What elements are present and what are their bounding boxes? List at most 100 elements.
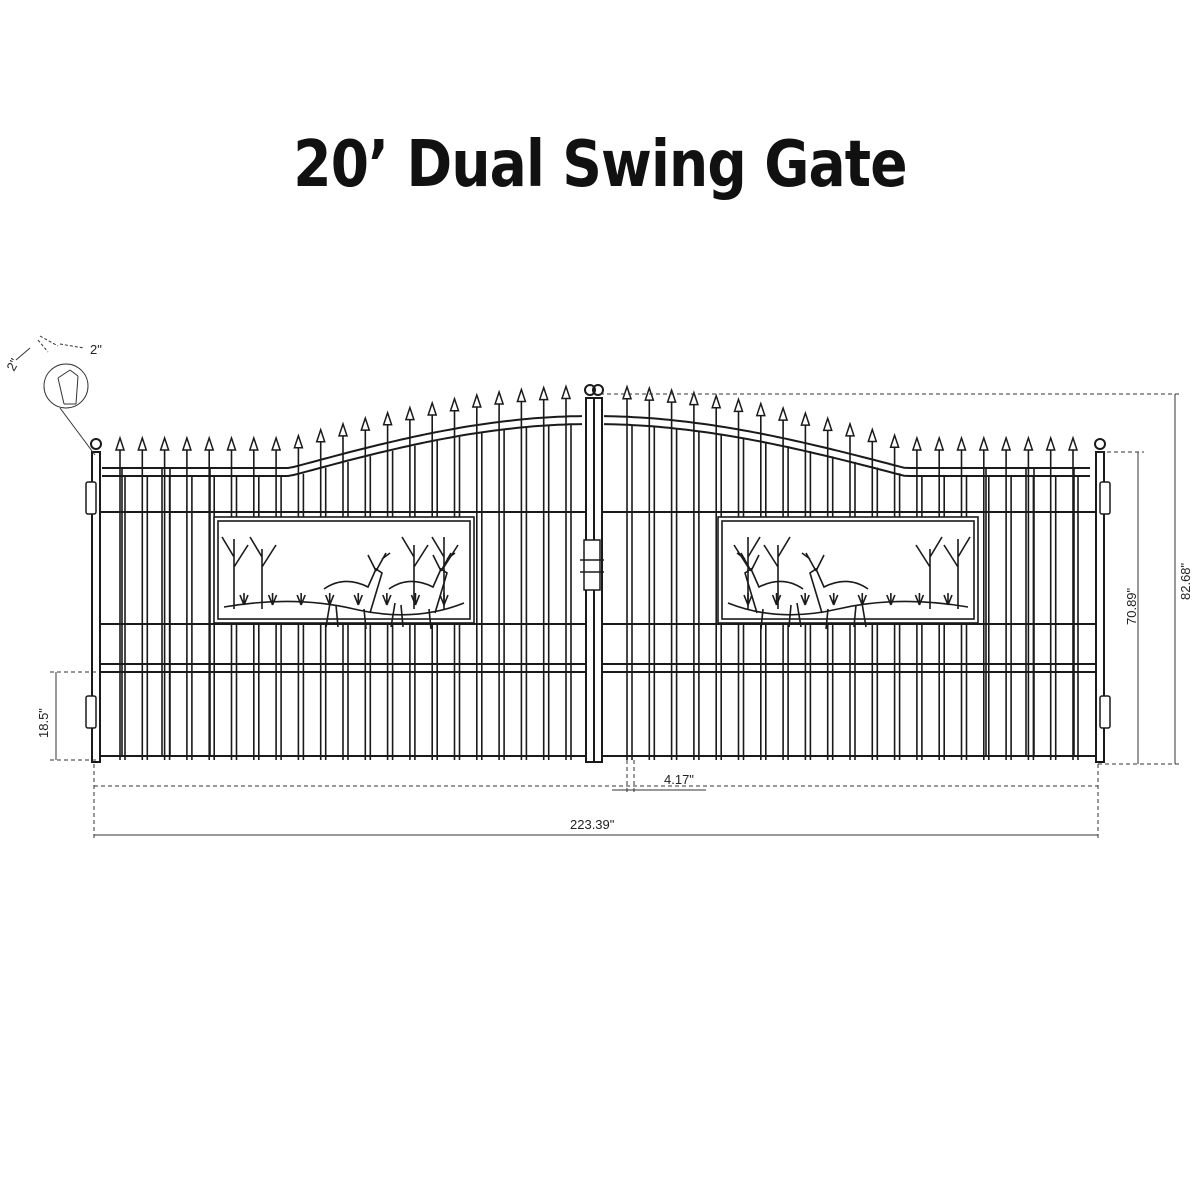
deer-icon xyxy=(809,567,869,630)
grass-icon xyxy=(800,593,810,606)
grass-icon xyxy=(857,593,868,606)
post-depth-label: 2" xyxy=(3,356,22,374)
spear-top xyxy=(382,410,393,426)
top-rail xyxy=(102,423,583,477)
spear-top xyxy=(1045,435,1056,451)
spear-top xyxy=(1001,435,1012,451)
antler-icon xyxy=(367,552,391,572)
grass-icon xyxy=(410,593,421,606)
picket-spacing-label: 4.17" xyxy=(664,772,694,787)
hinge-icon xyxy=(1099,481,1111,515)
right-post-cap xyxy=(1094,438,1106,450)
grass-icon xyxy=(382,593,392,606)
deer-icon xyxy=(744,567,804,630)
spear-top xyxy=(867,427,878,443)
center-cap-left xyxy=(584,384,596,396)
grass-icon xyxy=(771,593,782,606)
spear-top xyxy=(889,432,900,449)
spear-top xyxy=(204,435,215,451)
spear-top xyxy=(1067,435,1079,451)
spear-top xyxy=(733,397,744,413)
bottom-rail-height-label: 18.5" xyxy=(36,708,51,738)
grass-icon xyxy=(353,593,364,606)
hinge-icon xyxy=(85,481,97,515)
tree-icon xyxy=(943,536,971,609)
spear-top xyxy=(360,415,371,431)
spear-top xyxy=(538,385,549,401)
page-title: 20’ Dual Swing Gate xyxy=(293,128,907,202)
deer-icon xyxy=(388,567,448,630)
spear-top xyxy=(666,387,677,403)
spear-top xyxy=(800,410,811,426)
scene-art xyxy=(727,536,971,630)
deer-scene-panel xyxy=(717,516,979,630)
panel-inner xyxy=(721,520,975,620)
spear-top xyxy=(778,405,789,421)
grass-icon xyxy=(239,593,249,606)
scene-art xyxy=(221,536,465,630)
left-post-cap xyxy=(90,438,102,450)
grass-icon xyxy=(439,593,449,606)
spear-top xyxy=(404,405,415,421)
spear-top xyxy=(1023,435,1034,451)
spear-top xyxy=(956,435,967,451)
tree-icon xyxy=(221,536,249,609)
grass-icon xyxy=(296,593,306,606)
post-width-label: 2" xyxy=(90,342,102,357)
top-rail xyxy=(603,423,1090,477)
antler-icon xyxy=(432,552,456,572)
spear-top xyxy=(337,421,349,437)
deer-scene-panel xyxy=(213,516,475,630)
spear-top xyxy=(271,435,282,451)
spear-top xyxy=(621,384,633,400)
spear-top xyxy=(844,421,856,437)
grass-icon xyxy=(743,593,753,606)
hinges-and-latch xyxy=(85,481,1111,729)
flat-bar xyxy=(1033,467,1075,757)
left-post xyxy=(91,451,101,763)
spear-top xyxy=(449,396,460,412)
overall-width-label: 223.39" xyxy=(570,817,615,832)
tree-icon xyxy=(249,536,277,609)
spear-top xyxy=(427,400,438,416)
grass-icon xyxy=(886,593,896,606)
flat-bar xyxy=(169,467,211,757)
hinge-icon xyxy=(85,695,97,729)
spear-top xyxy=(181,435,192,451)
grass-icon xyxy=(943,593,953,606)
center-cap-right xyxy=(592,384,604,396)
spear-top xyxy=(688,390,699,406)
grass-icon xyxy=(914,593,925,606)
spear-top xyxy=(226,435,237,451)
spear-top xyxy=(248,435,259,451)
hinge-icon xyxy=(1099,695,1111,729)
deer-icon xyxy=(323,567,383,630)
spear-top xyxy=(755,401,766,417)
scene-ground xyxy=(727,600,969,616)
spear-top xyxy=(159,435,170,451)
spear-top xyxy=(711,393,722,409)
top-rail xyxy=(102,415,583,469)
antler-icon xyxy=(736,552,760,572)
spear-top xyxy=(934,435,945,451)
post-detail-callout xyxy=(15,335,96,456)
flat-bar xyxy=(985,467,1027,757)
spear-top xyxy=(822,415,833,432)
latch-icon xyxy=(583,539,601,591)
spear-top xyxy=(494,389,505,405)
antler-icon xyxy=(801,552,825,572)
total-height-label: 82.68" xyxy=(1178,562,1193,600)
grass-icon xyxy=(267,593,278,606)
spear-top xyxy=(911,435,922,451)
spear-top xyxy=(471,392,482,408)
grass-icon xyxy=(324,593,335,606)
decorative-panels xyxy=(213,516,979,630)
spear-top xyxy=(315,427,326,443)
grass-icon xyxy=(828,593,839,606)
dimension-lines xyxy=(50,393,1182,840)
spear-top xyxy=(978,435,989,451)
flat-bar xyxy=(121,467,163,757)
scene-ground xyxy=(223,600,465,616)
panel-inner xyxy=(217,520,471,620)
